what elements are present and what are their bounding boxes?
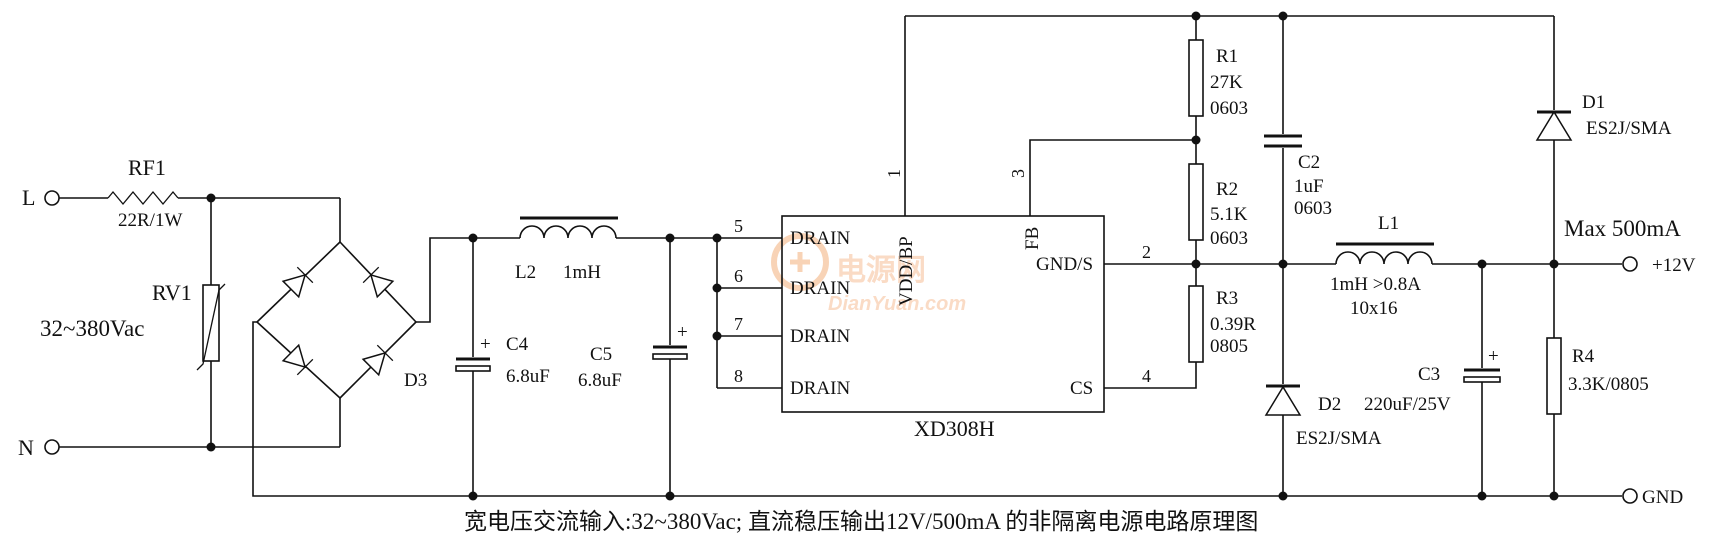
l2-ref: L2	[515, 262, 536, 283]
terminal-l	[44, 190, 60, 206]
d2-value: ES2J/SMA	[1296, 428, 1382, 449]
l1-ref: L1	[1378, 213, 1399, 234]
vdd-bp-label: VDD/BP	[896, 236, 917, 306]
terminal-out-label: +12V	[1652, 255, 1696, 276]
pin-1-num: 1	[884, 169, 904, 178]
bridge-rectifier-d3: D3	[252, 237, 1566, 497]
l1-inductor	[1335, 251, 1433, 265]
rf1-ref: RF1	[128, 155, 166, 180]
filter-section: + C4 6.8uF L2 1mH + C5 6.8uF	[455, 216, 717, 501]
drain-label-6: DRAIN	[790, 278, 850, 299]
terminal-gnd-label: GND	[1642, 487, 1683, 508]
pin-6-num: 6	[734, 266, 743, 286]
rv1-varistor	[202, 284, 220, 362]
rv1-ref: RV1	[152, 280, 192, 305]
r4-ref: R4	[1572, 346, 1595, 367]
ic-xd308h: XD308H 5 6 7 8 DRAIN DRAIN DRAIN DRAIN 1…	[712, 16, 1197, 441]
watermark-cn: 电源网	[836, 254, 926, 287]
input-section: L RF1 22R/1W N RV1 32~380Vac	[18, 155, 341, 460]
r1-resistor	[1188, 39, 1204, 117]
r1-value: 27K	[1210, 72, 1243, 93]
terminal-n-label: N	[18, 435, 34, 460]
c3-value: 220uF/25V	[1364, 394, 1451, 415]
c4-value: 6.8uF	[506, 366, 550, 387]
c5-ref: C5	[590, 344, 612, 365]
r3-ref: R3	[1216, 288, 1238, 309]
input-range-label: 32~380Vac	[40, 316, 144, 341]
terminal-l-label: L	[22, 185, 35, 210]
pin-3-num: 3	[1008, 169, 1028, 178]
d3-ref: D3	[404, 370, 427, 391]
r2-pkg: 0603	[1210, 228, 1248, 249]
r2-ref: R2	[1216, 179, 1238, 200]
r1-pkg: 0603	[1210, 98, 1248, 119]
pin-8-num: 8	[734, 366, 743, 386]
r3-resistor	[1188, 285, 1204, 363]
d2-diode	[1264, 385, 1302, 416]
watermark: 电源网 DianYuan.com	[771, 233, 966, 315]
d1-ref: D1	[1582, 92, 1605, 113]
c3-ref: C3	[1418, 364, 1440, 385]
r2-value: 5.1K	[1210, 204, 1248, 225]
c5-value: 6.8uF	[578, 370, 622, 391]
pin-4-num: 4	[1142, 366, 1151, 386]
d1-diode	[1535, 110, 1573, 141]
rf1-resistor	[107, 190, 179, 206]
terminal-gnd	[1622, 488, 1638, 504]
pin-5-num: 5	[734, 216, 743, 236]
pin-2-num: 2	[1142, 242, 1151, 262]
r3-value: 0.39R	[1210, 314, 1256, 335]
output-stage: C2 1uF 0603 D2 ES2J/SMA L1 1mH >0.8A 10x…	[1196, 16, 1696, 508]
r1-ref: R1	[1216, 46, 1238, 67]
cs-label: CS	[1070, 378, 1093, 399]
terminal-out	[1622, 256, 1638, 272]
d2-ref: D2	[1318, 394, 1341, 415]
caption: 宽电压交流输入:32~380Vac; 直流稳压输出12V/500mA 的非隔离电…	[464, 509, 1258, 534]
l1-value: 1mH >0.8A	[1330, 274, 1421, 295]
terminal-n	[44, 439, 60, 455]
l1-pkg: 10x16	[1350, 298, 1398, 319]
c2-pkg: 0603	[1294, 198, 1332, 219]
c2-ref: C2	[1298, 152, 1320, 173]
watermark-logo-icon	[771, 233, 829, 291]
feedback-network: R1 27K 0603 R2 5.1K 0603 R3 0.39R 0805	[905, 11, 1554, 363]
l2-inductor	[519, 225, 617, 239]
d1-value: ES2J/SMA	[1586, 118, 1672, 139]
pin-7-num: 7	[734, 314, 743, 334]
c4-ref: C4	[506, 334, 529, 355]
c2-value: 1uF	[1294, 176, 1324, 197]
ic-body	[781, 215, 1105, 413]
drain-label-8: DRAIN	[790, 378, 850, 399]
c3-plus: +	[1488, 346, 1499, 367]
r4-resistor	[1546, 337, 1562, 415]
c5-plus: +	[677, 322, 688, 343]
drain-label-5: DRAIN	[790, 228, 850, 249]
ic-name: XD308H	[914, 416, 995, 441]
r4-value: 3.3K/0805	[1568, 374, 1649, 395]
c4-plus: +	[480, 334, 491, 355]
watermark-en: DianYuan.com	[828, 293, 966, 315]
fb-label: FB	[1022, 227, 1043, 250]
r2-resistor	[1188, 163, 1204, 241]
gnd-s-label: GND/S	[1036, 254, 1093, 275]
drain-label-7: DRAIN	[790, 326, 850, 347]
r3-pkg: 0805	[1210, 336, 1248, 357]
l2-value: 1mH	[563, 262, 601, 283]
rf1-value: 22R/1W	[118, 210, 182, 231]
max-current-label: Max 500mA	[1564, 216, 1681, 241]
